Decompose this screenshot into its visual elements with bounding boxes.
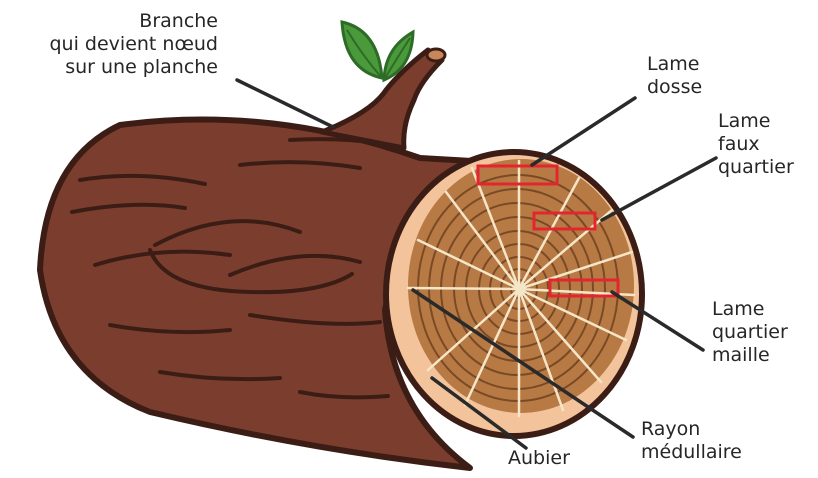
label-quartier-maille-line-2: quartier	[712, 321, 788, 344]
branch	[322, 49, 445, 148]
leaf-left	[342, 22, 382, 78]
label-dosse: Lame dosse	[647, 53, 702, 99]
label-rayon: Rayon médullaire	[641, 418, 742, 464]
label-dosse-line-1: Lame	[647, 53, 702, 76]
leader-faux-quartier	[602, 158, 716, 220]
label-branch-line-1: Branche	[10, 10, 218, 33]
label-quartier-maille-line-1: Lame	[712, 298, 788, 321]
leader-dosse	[532, 98, 635, 165]
label-aubier-line-1: Aubier	[508, 447, 570, 470]
label-rayon-line-1: Rayon	[641, 418, 742, 441]
label-quartier-maille: Lame quartier maille	[712, 298, 788, 367]
label-rayon-line-2: médullaire	[641, 441, 742, 464]
label-faux-quartier-line-3: quartier	[718, 156, 794, 179]
label-branch: Branche qui devient nœud sur une planche	[10, 10, 218, 79]
label-aubier: Aubier	[508, 447, 570, 470]
label-dosse-line-2: dosse	[647, 76, 702, 99]
label-branch-line-2: qui devient nœud	[10, 33, 218, 56]
label-faux-quartier-line-2: faux	[718, 133, 794, 156]
label-quartier-maille-line-3: maille	[712, 344, 788, 367]
label-branch-line-3: sur une planche	[10, 56, 218, 79]
label-faux-quartier: Lame faux quartier	[718, 110, 794, 179]
label-faux-quartier-line-1: Lame	[718, 110, 794, 133]
